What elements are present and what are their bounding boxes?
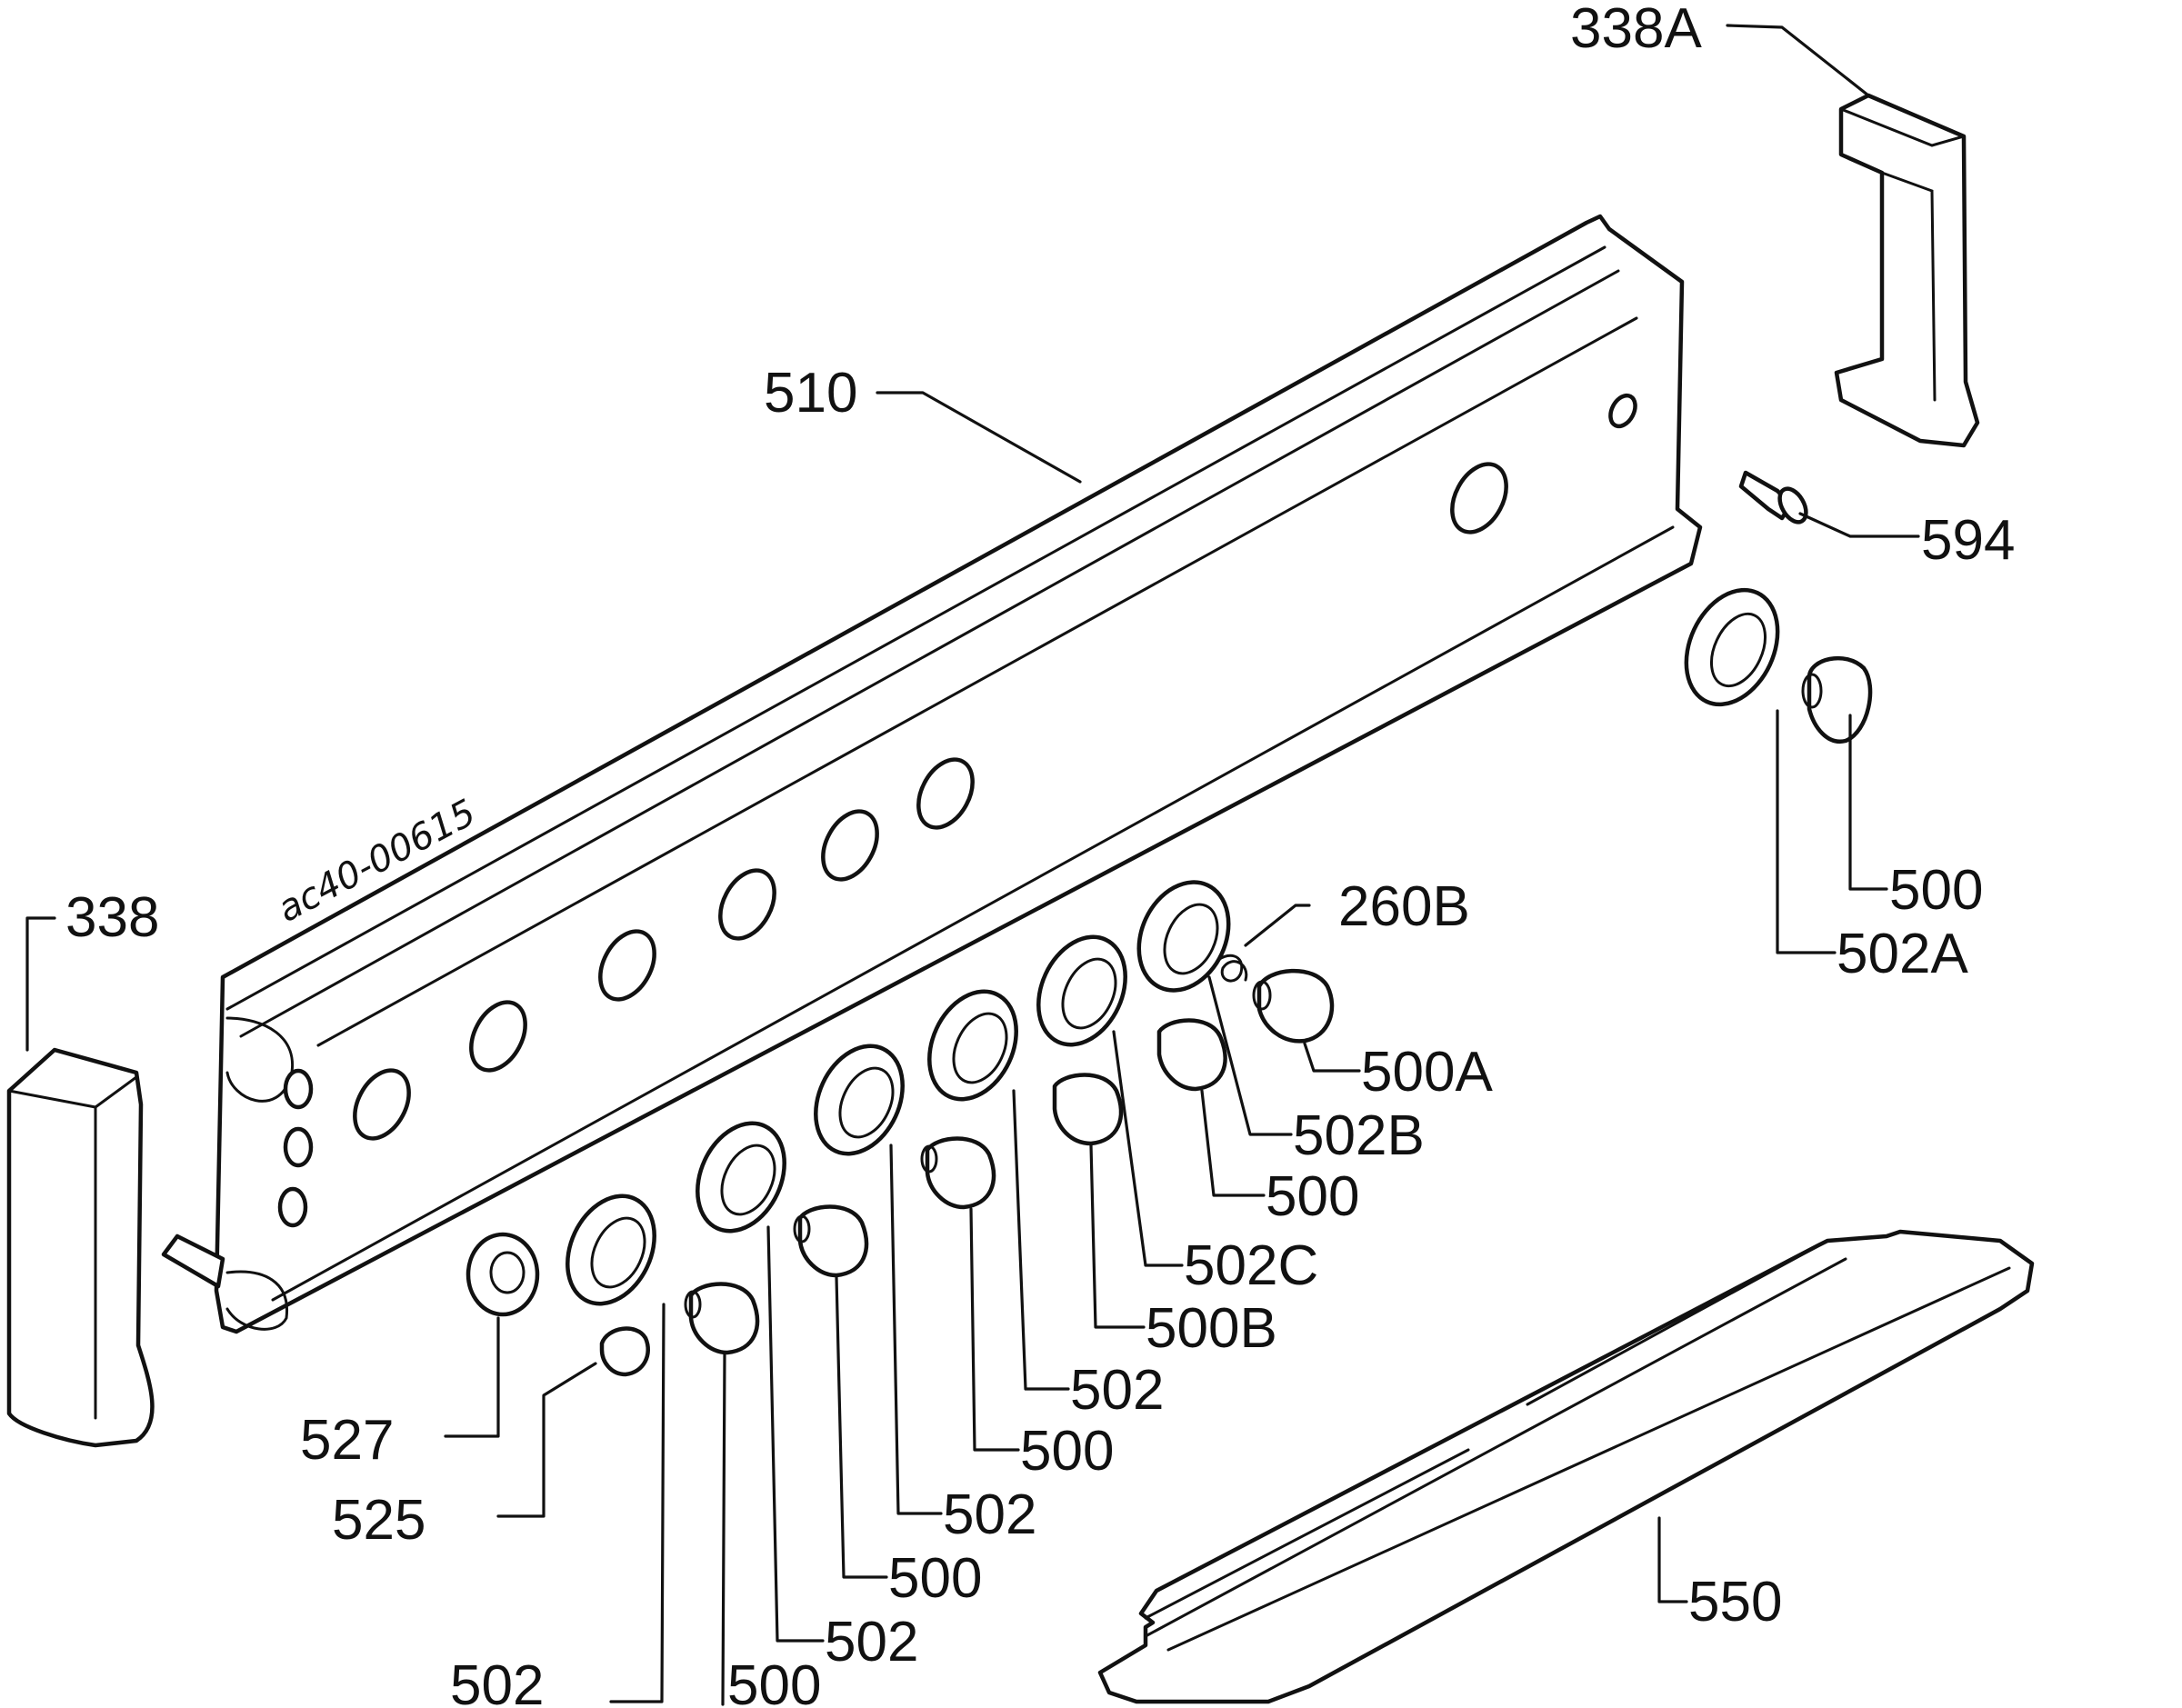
bezel-ring-502-mid3[interactable]	[681, 1109, 801, 1245]
label-260b: 260B	[1338, 875, 1470, 938]
screw-594[interactable]	[1738, 470, 1811, 526]
label-500-bottom: 500	[727, 1654, 821, 1708]
label-502-mid1: 502	[1070, 1359, 1164, 1422]
end-cap-338a[interactable]	[1834, 93, 1980, 448]
bezel-ring-502-mid2[interactable]	[799, 1032, 919, 1168]
label-338a: 338A	[1570, 0, 1702, 60]
label-525: 525	[332, 1489, 425, 1552]
trim-strip-550[interactable]	[1097, 1229, 2035, 1704]
label-500b: 500B	[1146, 1297, 1277, 1360]
label-502a: 502A	[1837, 923, 1968, 985]
bezel-ring-502a[interactable]	[1668, 575, 1795, 720]
label-502-mid2: 502	[943, 1483, 1036, 1546]
knob-insert-525[interactable]	[599, 1326, 650, 1377]
knob-500b[interactable]	[1052, 1073, 1124, 1146]
label-500-mid2: 500	[1020, 1420, 1114, 1483]
knob-500-mid3[interactable]	[793, 1204, 869, 1278]
bezel-ring-502c[interactable]	[1022, 923, 1142, 1059]
bezel-ring-502-mid1[interactable]	[913, 977, 1033, 1114]
label-500-mid1: 500	[1266, 1165, 1359, 1228]
spring-260b[interactable]	[1212, 954, 1248, 983]
label-550: 550	[1688, 1571, 1782, 1633]
bezel-ring-502-bottom[interactable]	[551, 1182, 671, 1318]
knob-500-bottom[interactable]	[684, 1282, 760, 1355]
bezel-ring-502b[interactable]	[1122, 867, 1246, 1004]
label-500a: 500A	[1361, 1041, 1493, 1104]
knob-500-mid1[interactable]	[1156, 1018, 1227, 1092]
label-500-right: 500	[1889, 859, 1983, 922]
label-502b: 502B	[1293, 1104, 1425, 1167]
label-502c: 502C	[1184, 1234, 1318, 1297]
label-502-bottom: 502	[450, 1654, 544, 1708]
washer-527[interactable]	[465, 1232, 540, 1317]
end-cap-338[interactable]	[6, 1047, 155, 1448]
knob-500a[interactable]	[1252, 968, 1335, 1044]
label-502-mid3: 502	[825, 1611, 918, 1673]
knob-500-mid2[interactable]	[920, 1136, 996, 1210]
leader-lines	[25, 24, 1920, 1706]
label-594: 594	[1921, 509, 2015, 572]
label-527: 527	[300, 1409, 394, 1472]
label-500-mid3: 500	[888, 1547, 982, 1610]
control-panel-rail-510[interactable]	[161, 214, 1703, 1334]
knob-500-right[interactable]	[1801, 655, 1873, 744]
label-338: 338	[65, 886, 159, 949]
label-510: 510	[764, 362, 857, 425]
